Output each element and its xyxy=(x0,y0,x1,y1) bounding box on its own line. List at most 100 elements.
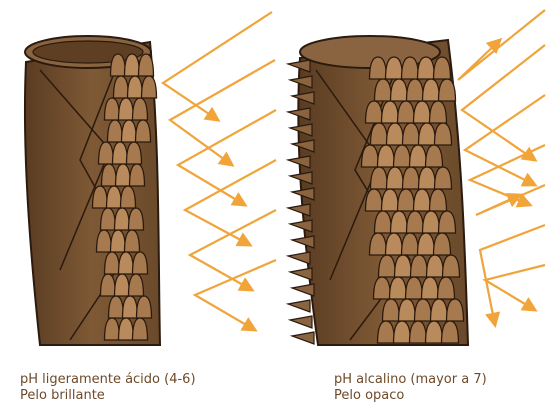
cuticle-scale xyxy=(119,318,134,340)
cuticle-scale xyxy=(133,318,148,340)
cuticle-scale xyxy=(410,321,427,343)
cuticle-scale xyxy=(105,318,120,340)
cuticle-scale xyxy=(387,123,404,145)
caption-alkaline-result: Pelo opaco xyxy=(334,388,487,404)
cuticle-scale xyxy=(370,57,387,79)
cuticle-scale xyxy=(435,123,452,145)
cuticle-scale xyxy=(125,230,140,252)
cuticle-scale xyxy=(121,186,136,208)
light-rays-right xyxy=(458,10,545,325)
cuticle-scale xyxy=(387,167,404,189)
cuticle-scale xyxy=(105,252,120,274)
cuticle-scale xyxy=(105,98,120,120)
cuticle-scale xyxy=(111,230,126,252)
cuticle-spike xyxy=(288,300,310,312)
cuticle-scale xyxy=(115,208,130,230)
cuticle-spike xyxy=(288,252,310,264)
cuticle-scale xyxy=(438,277,455,299)
caption-acidic-result: Pelo brillante xyxy=(20,388,196,404)
cuticle-scale xyxy=(97,230,112,252)
cuticle-scale xyxy=(378,321,395,343)
cuticle-scale xyxy=(410,145,427,167)
cuticle-scale xyxy=(426,145,443,167)
cuticle-scale xyxy=(383,299,400,321)
cuticle-scale xyxy=(435,167,452,189)
cuticle-scale xyxy=(407,211,424,233)
caption-acidic: pH ligeramente ácido (4-6) Pelo brillant… xyxy=(20,372,196,404)
cuticle-scale xyxy=(391,79,408,101)
cuticle-scale xyxy=(407,79,424,101)
cuticle-scale xyxy=(443,255,460,277)
cuticle-scale xyxy=(374,277,391,299)
cuticle-scale xyxy=(137,296,152,318)
cuticle-scale xyxy=(403,167,420,189)
cuticle-scale xyxy=(122,120,137,142)
cuticle-scale xyxy=(439,211,456,233)
cuticle-scale xyxy=(426,321,443,343)
cuticle-scale xyxy=(398,101,415,123)
cuticle-scale xyxy=(101,274,116,296)
cuticle-scale xyxy=(399,299,416,321)
cuticle-scale xyxy=(362,145,379,167)
cuticle-scale xyxy=(379,255,396,277)
cuticle-scale xyxy=(107,186,122,208)
cuticle-scale xyxy=(109,296,124,318)
cuticle-scale xyxy=(108,120,123,142)
cuticle-scale xyxy=(136,120,151,142)
cuticle-scale xyxy=(414,101,431,123)
cuticle-scale xyxy=(422,277,439,299)
cuticle-scale xyxy=(375,211,392,233)
cuticle-scale xyxy=(402,57,419,79)
cuticle-spike xyxy=(292,284,314,296)
cuticle-scale xyxy=(447,299,464,321)
cuticle-scale xyxy=(371,167,388,189)
cuticle-scale xyxy=(101,208,116,230)
cuticle-scale xyxy=(370,233,387,255)
cuticle-scale xyxy=(366,189,383,211)
cuticle-scale xyxy=(371,123,388,145)
cuticle-scale xyxy=(423,79,440,101)
cuticle-scale xyxy=(382,101,399,123)
cuticle-scale xyxy=(386,57,403,79)
cuticle-scale xyxy=(442,321,459,343)
cuticle-scale xyxy=(390,277,407,299)
cuticle-scale xyxy=(423,211,440,233)
cuticle-scale xyxy=(411,255,428,277)
cuticle-scale xyxy=(418,57,435,79)
cuticle-scale xyxy=(116,164,131,186)
cuticle-scale xyxy=(125,54,140,76)
cuticle-scale xyxy=(434,57,451,79)
cuticle-scale xyxy=(114,76,129,98)
cuticle-scale xyxy=(403,123,420,145)
hair-strand-raised xyxy=(288,36,468,345)
cuticle-spike xyxy=(292,332,314,344)
cuticle-scale xyxy=(139,54,154,76)
cuticle-scale xyxy=(99,142,114,164)
cuticle-spike xyxy=(288,204,310,216)
cuticle-scale xyxy=(419,167,436,189)
caption-alkaline: pH alcalino (mayor a 7) Pelo opaco xyxy=(334,372,487,404)
cuticle-scale xyxy=(430,189,447,211)
cuticle-scale xyxy=(129,274,144,296)
cuticle-scale xyxy=(119,252,134,274)
cuticle-scale xyxy=(382,189,399,211)
cuticle-scale xyxy=(406,277,423,299)
cuticle-spike xyxy=(290,220,312,232)
cuticle-scale xyxy=(398,189,415,211)
cuticle-scale xyxy=(427,255,444,277)
cuticle-spike xyxy=(290,268,312,280)
cuticle-scale xyxy=(366,101,383,123)
cuticle-spike xyxy=(292,236,314,248)
cuticle-scale xyxy=(129,208,144,230)
cuticle-spike xyxy=(290,316,312,328)
cuticle-scale xyxy=(119,98,134,120)
caption-alkaline-ph: pH alcalino (mayor a 7) xyxy=(334,372,487,388)
cuticle-scale xyxy=(414,189,431,211)
cuticle-scale xyxy=(434,233,451,255)
cuticle-scale xyxy=(123,296,138,318)
cuticle-scale xyxy=(402,233,419,255)
cuticle-scale xyxy=(395,255,412,277)
caption-acidic-ph: pH ligeramente ácido (4-6) xyxy=(20,372,196,388)
cuticle-scale xyxy=(133,98,148,120)
